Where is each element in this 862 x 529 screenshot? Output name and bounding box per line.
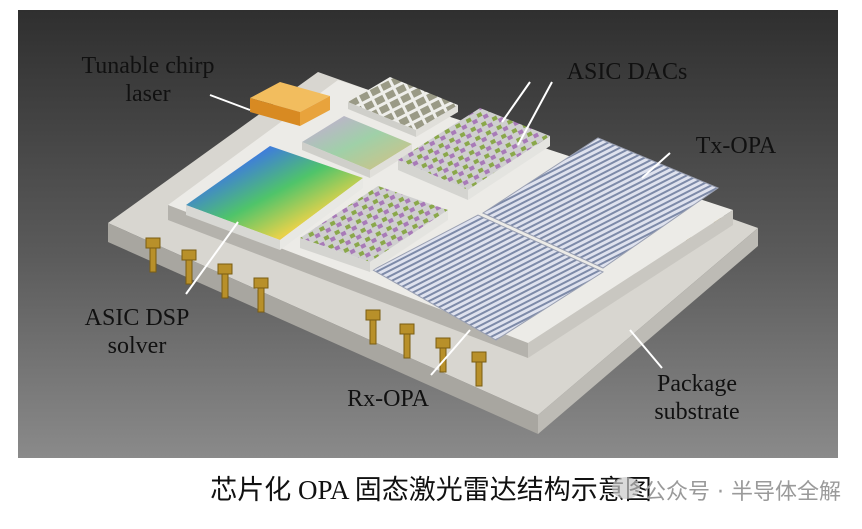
label-tunable-laser: Tunable chirp laser xyxy=(58,52,238,108)
label-tunable-laser-line1: Tunable chirp xyxy=(81,53,215,79)
watermark-logo-icon xyxy=(612,477,640,499)
label-tx-opa: Tx-OPA xyxy=(695,133,777,159)
watermark-text: 公众号 · 半导体全解 xyxy=(644,480,841,505)
top-chip xyxy=(348,77,458,137)
label-package-substrate: Package substrate xyxy=(622,370,772,426)
tunable-laser-block xyxy=(250,82,330,126)
label-package-substrate-line1: Package xyxy=(657,371,737,397)
label-package-substrate-line2: substrate xyxy=(654,399,740,425)
label-rx-opa: Rx-OPA xyxy=(347,386,429,412)
label-asic-dsp: ASIC DSP solver xyxy=(62,304,212,360)
solder-pillars xyxy=(145,213,721,387)
label-tunable-laser-line2: laser xyxy=(125,81,171,107)
figure-caption: 芯片化 OPA 固态激光雷达结构示意图 xyxy=(210,475,652,505)
small-color-chip xyxy=(302,116,412,178)
rx-opa-array xyxy=(371,214,605,341)
leader-lines xyxy=(185,81,671,376)
label-asic-dsp-line1: ASIC DSP xyxy=(84,305,190,331)
label-asic-dacs: ASIC DACs xyxy=(566,59,688,85)
opa-lidar-illustration xyxy=(18,10,838,458)
tx-opa-array xyxy=(481,137,720,269)
asic-dac-chips xyxy=(300,108,550,272)
label-asic-dsp-line2: solver xyxy=(107,333,167,359)
